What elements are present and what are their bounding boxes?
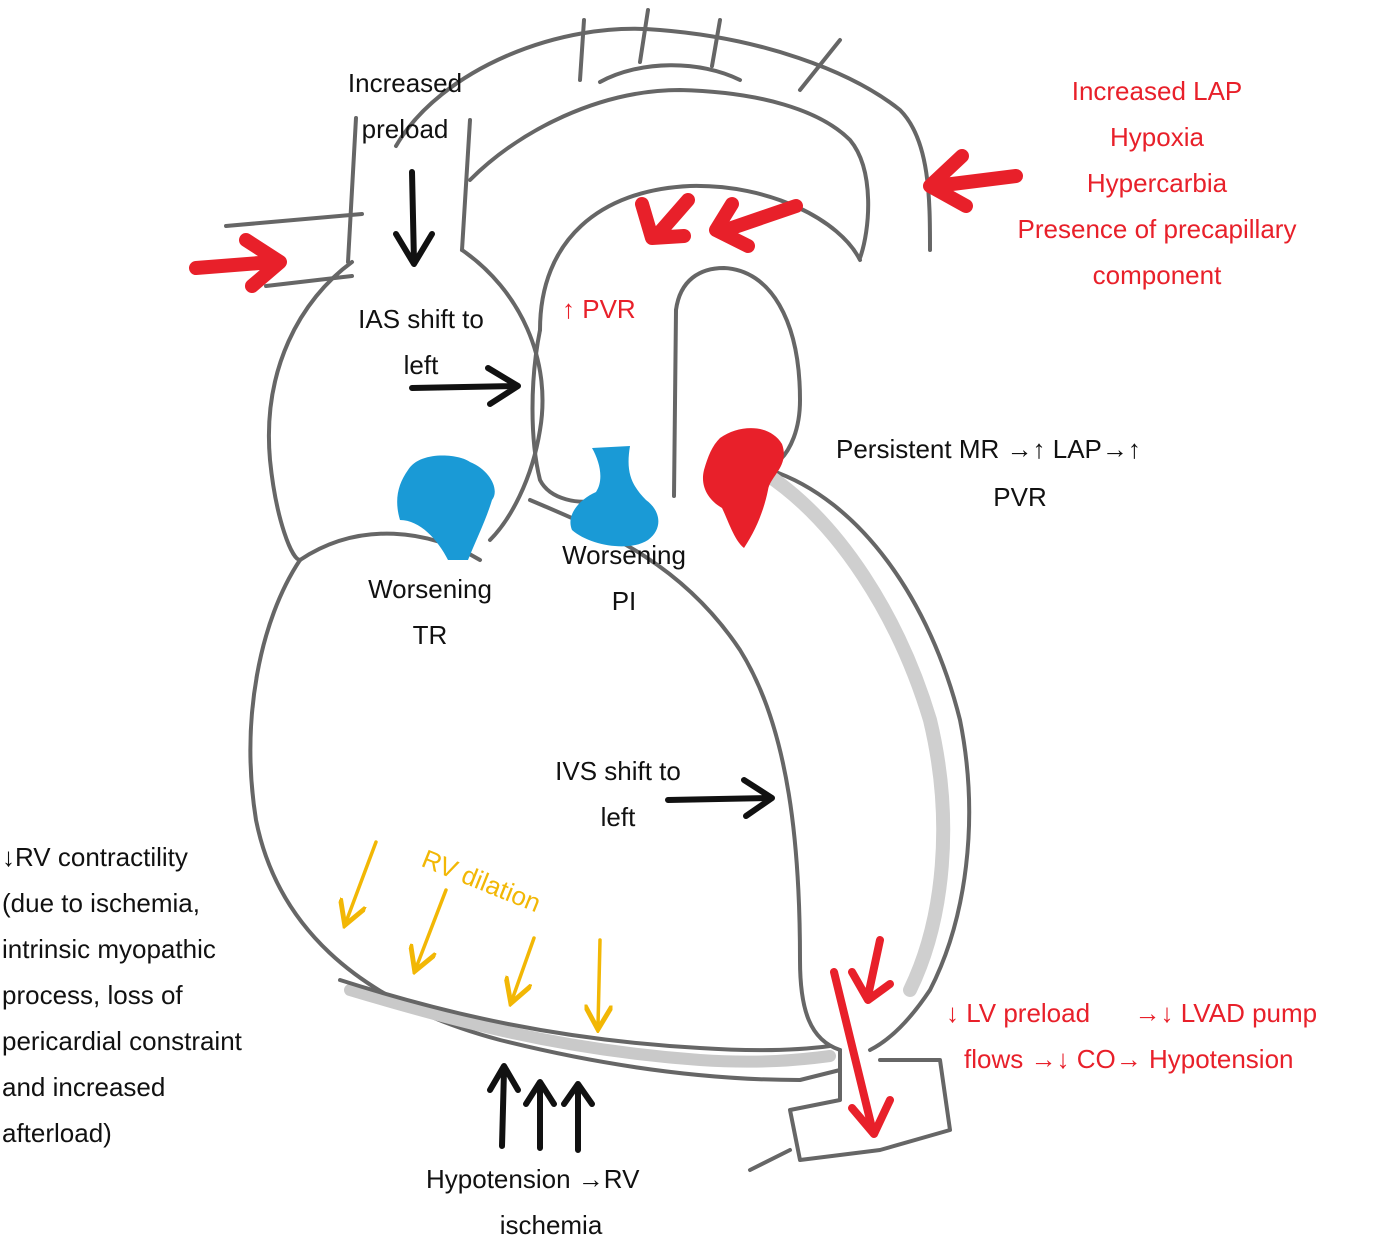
- rv-dilation-arrow-3: [512, 936, 536, 1000]
- right-arrow-icon: →↓: [1134, 998, 1174, 1028]
- trigger-item: Hypoxia: [1110, 122, 1204, 152]
- rv-dilation-arrows: [346, 840, 600, 1026]
- rv-septum-line: [338, 978, 832, 1053]
- heart-outline: [224, 8, 972, 1172]
- worsening-pi-line2: PI: [611, 586, 637, 616]
- rv-contractility-line: afterload): [2, 1118, 112, 1148]
- pvr-text: PVR: [582, 294, 636, 324]
- trigger-item: component: [1092, 260, 1222, 290]
- down-arrow-icon: ↓: [2, 842, 15, 872]
- hypotension-rv-line2: ischemia: [476, 1202, 626, 1236]
- rv-contractility-label: ↓RV contractility (due to ischemia, intr…: [2, 834, 242, 1156]
- worsening-pi-label: Worsening PI: [544, 532, 704, 624]
- ias-shift-label: IAS shift to left: [336, 296, 506, 388]
- aortic-arch: [394, 26, 932, 252]
- tricuspid-regurgitation-jet: [397, 455, 495, 560]
- lap-text: LAP: [1052, 434, 1102, 464]
- black-arrows: [393, 169, 775, 1153]
- right-arrow-icon: →: [1115, 1044, 1142, 1074]
- down-arrow-icon: ↓: [946, 998, 959, 1028]
- trigger-item: Increased LAP: [1071, 76, 1243, 106]
- rv-text: RV: [603, 1164, 640, 1194]
- rv-contractility-line: and increased: [2, 1072, 166, 1102]
- lv-chain-line2: flows →↓ CO→ Hypotension: [964, 1036, 1294, 1082]
- right-atrium: [267, 248, 545, 562]
- trigger-item: Presence of precapillary: [1017, 214, 1297, 244]
- increased-preload-line2: preload: [361, 114, 449, 144]
- co-text: CO: [1076, 1044, 1116, 1074]
- right-arrow-icon: →↑: [1006, 434, 1046, 464]
- right-arrow-icon: →↓: [1030, 1044, 1070, 1074]
- lvad-flow-arrow: [830, 968, 894, 1138]
- worsening-pi-line1: Worsening: [562, 540, 686, 570]
- hypotension-text: Hypotension: [426, 1164, 571, 1194]
- worsening-tr-label: Worsening TR: [350, 566, 510, 658]
- pvr-text: PVR: [993, 482, 1047, 512]
- persistent-mr-pvr: PVR: [960, 474, 1080, 520]
- hypotension-arrow-3: [561, 1081, 595, 1153]
- right-arrow-icon: →: [577, 1164, 604, 1194]
- up-arrow-icon: ↑: [562, 294, 575, 324]
- ivs-shift-line1: IVS shift to: [555, 756, 681, 786]
- hypotension-text: Hypotension: [1148, 1044, 1294, 1074]
- rv-contractility-line: pericardial constraint: [2, 1026, 242, 1056]
- rv-contractility-line: intrinsic myopathic: [2, 934, 216, 964]
- ias-shift-line1: IAS shift to: [358, 304, 484, 334]
- rv-dilation-arrow-4: [598, 938, 600, 1026]
- red-arrows: [189, 149, 1023, 1138]
- increased-preload-label: Increased preload: [330, 60, 480, 152]
- pvr-arrow-1: [635, 193, 695, 245]
- triggers-list: Increased LAP Hypoxia Hypercarbia Presen…: [990, 68, 1324, 298]
- lv-preload-text: LV preload: [966, 998, 1091, 1028]
- ivs-arrow: [665, 777, 775, 819]
- svc-vessel: [346, 116, 472, 264]
- mitral-regurgitation-jet: [702, 428, 784, 548]
- increased-preload-line1: Increased: [347, 68, 463, 98]
- flows-text: flows: [964, 1044, 1024, 1074]
- lvad-tail: [748, 1148, 792, 1172]
- right-arrow-icon: →↑: [1101, 434, 1141, 464]
- persistent-mr-text: Persistent MR: [836, 434, 1000, 464]
- pulmonary-insufficiency-jet: [570, 446, 659, 547]
- rv-contractility-first: RV contractility: [15, 842, 188, 872]
- pvr-arrow-2: [709, 197, 803, 253]
- arch-branches: [578, 8, 842, 92]
- ivs-shift-line2: left: [600, 802, 636, 832]
- rv-contractility-line: (due to ischemia,: [2, 888, 200, 918]
- persistent-mr-label: Persistent MR →↑ LAP→↑: [836, 426, 1141, 472]
- arch-arrow: [923, 149, 1023, 213]
- ias-shift-line2: left: [403, 350, 439, 380]
- hypotension-arrow-2: [523, 1079, 557, 1151]
- hypotension-arrow-1: [487, 1063, 521, 1149]
- ias-arrow: [409, 365, 521, 407]
- inflow-arrow: [189, 233, 287, 293]
- worsening-tr-line1: Worsening: [368, 574, 492, 604]
- lv-chain-line1: ↓ LV preload →↓ LVAD pump: [946, 990, 1317, 1036]
- pa-lower: [530, 308, 678, 504]
- pvr-up-label: ↑ PVR: [562, 286, 636, 332]
- trigger-item: Hypercarbia: [1086, 168, 1228, 198]
- pulmonary-artery: [538, 183, 862, 462]
- lv-preload-arrow: [848, 936, 894, 1004]
- rv-contractility-line: process, loss of: [2, 980, 183, 1010]
- rv-dilation-arrow-2: [416, 888, 448, 968]
- left-ventricle: [768, 468, 972, 1052]
- lvad-pump-text: LVAD pump: [1180, 998, 1318, 1028]
- left-vein: [224, 212, 364, 288]
- rv-dilation-arrow-1: [346, 840, 378, 922]
- worsening-tr-line2: TR: [412, 620, 448, 650]
- lvad-cannula: [788, 1048, 952, 1162]
- preload-arrow: [393, 169, 435, 267]
- rv-septum-wall: [344, 984, 836, 1068]
- hypotension-rv-label: Hypotension →RV: [426, 1156, 639, 1202]
- right-ventricle: [248, 558, 842, 1082]
- lv-wall: [753, 463, 951, 997]
- arch-inner: [468, 88, 871, 260]
- ischemia-text: ischemia: [499, 1210, 603, 1236]
- ivs-shift-label: IVS shift to left: [536, 748, 700, 840]
